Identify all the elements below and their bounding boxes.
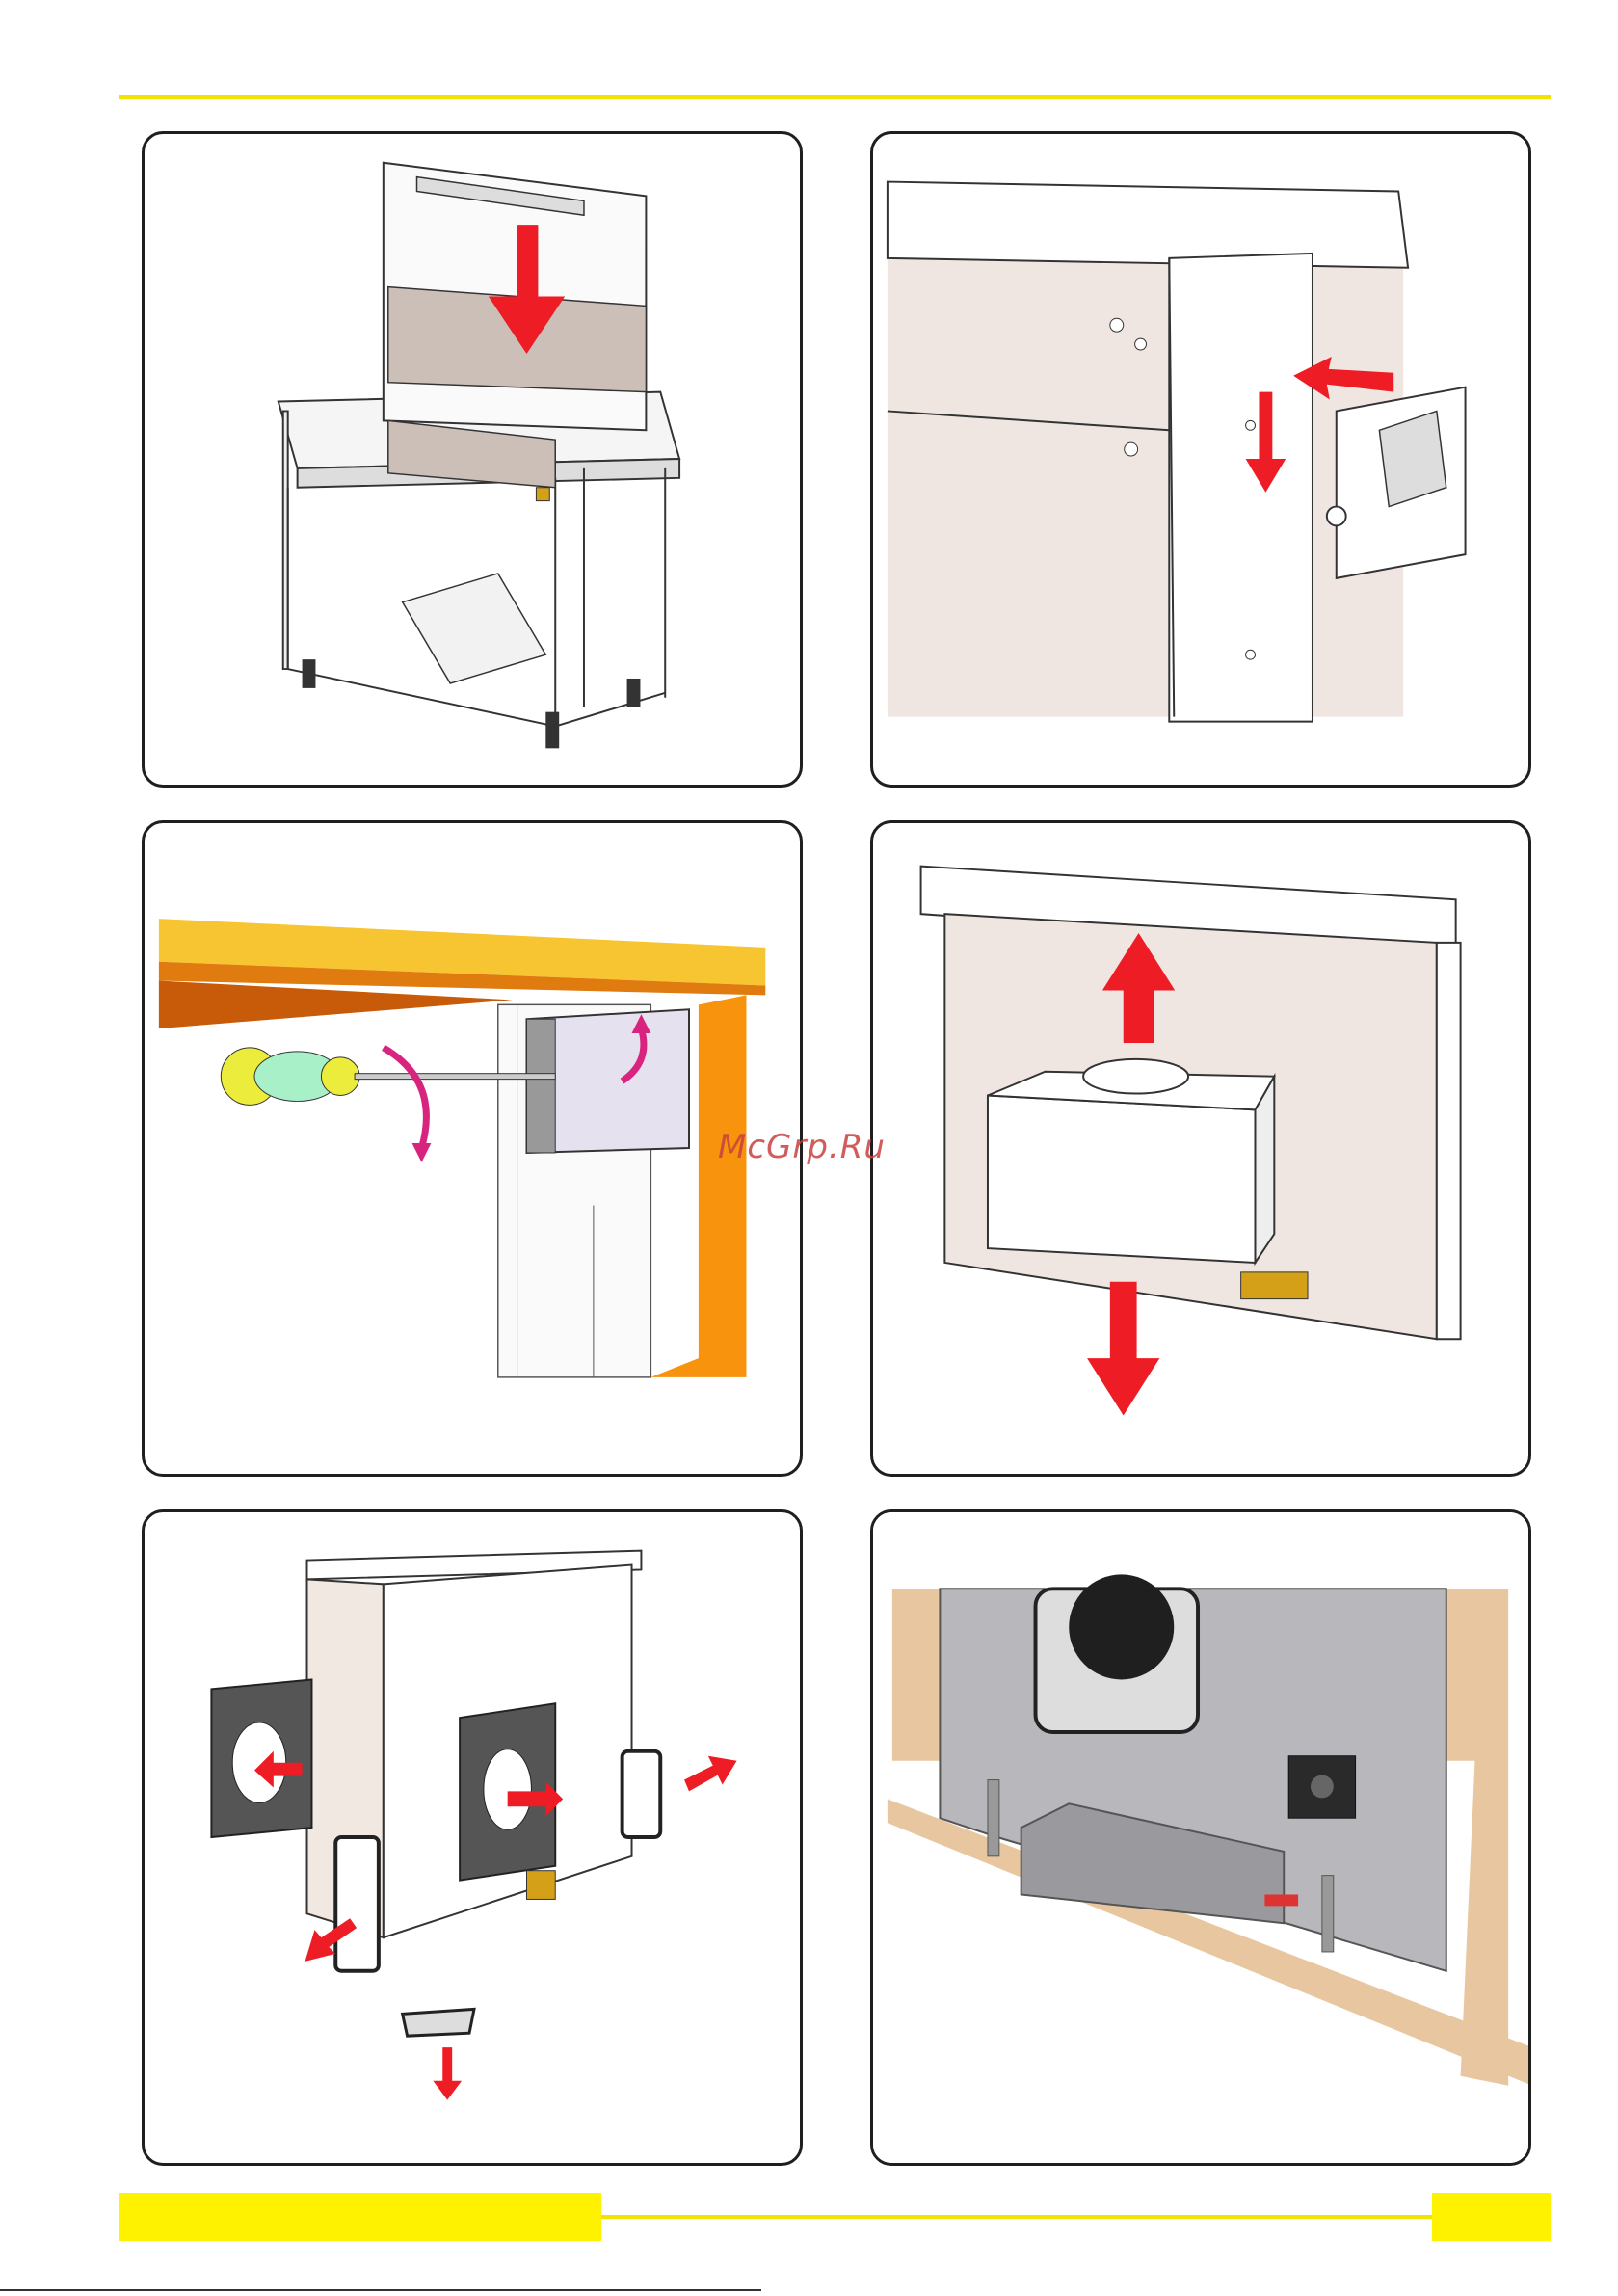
step-3-illustration xyxy=(142,820,803,1477)
footer-bar-right xyxy=(1432,2193,1551,2241)
step-5-illustration xyxy=(142,1509,803,2166)
step-1-illustration xyxy=(142,131,803,788)
step-2-illustration xyxy=(870,131,1531,788)
motor-position-drawing xyxy=(873,823,1528,1474)
footer-rule xyxy=(601,2215,1432,2219)
step-6-photo xyxy=(870,1509,1531,2166)
page-bottom-line xyxy=(0,2289,761,2291)
footer-bar-left xyxy=(119,2193,601,2241)
installed-unit-photo-drawing xyxy=(873,1512,1528,2163)
screw-tighten-drawing xyxy=(145,823,800,1474)
step-4-illustration xyxy=(870,820,1531,1477)
bracket-attach-drawing xyxy=(873,134,1528,785)
outlet-covers-drawing xyxy=(145,1512,800,2163)
watermark-text: McGrp.Ru xyxy=(718,1128,886,1166)
hood-into-cabinet-drawing xyxy=(145,134,800,785)
header-rule xyxy=(119,95,1551,99)
